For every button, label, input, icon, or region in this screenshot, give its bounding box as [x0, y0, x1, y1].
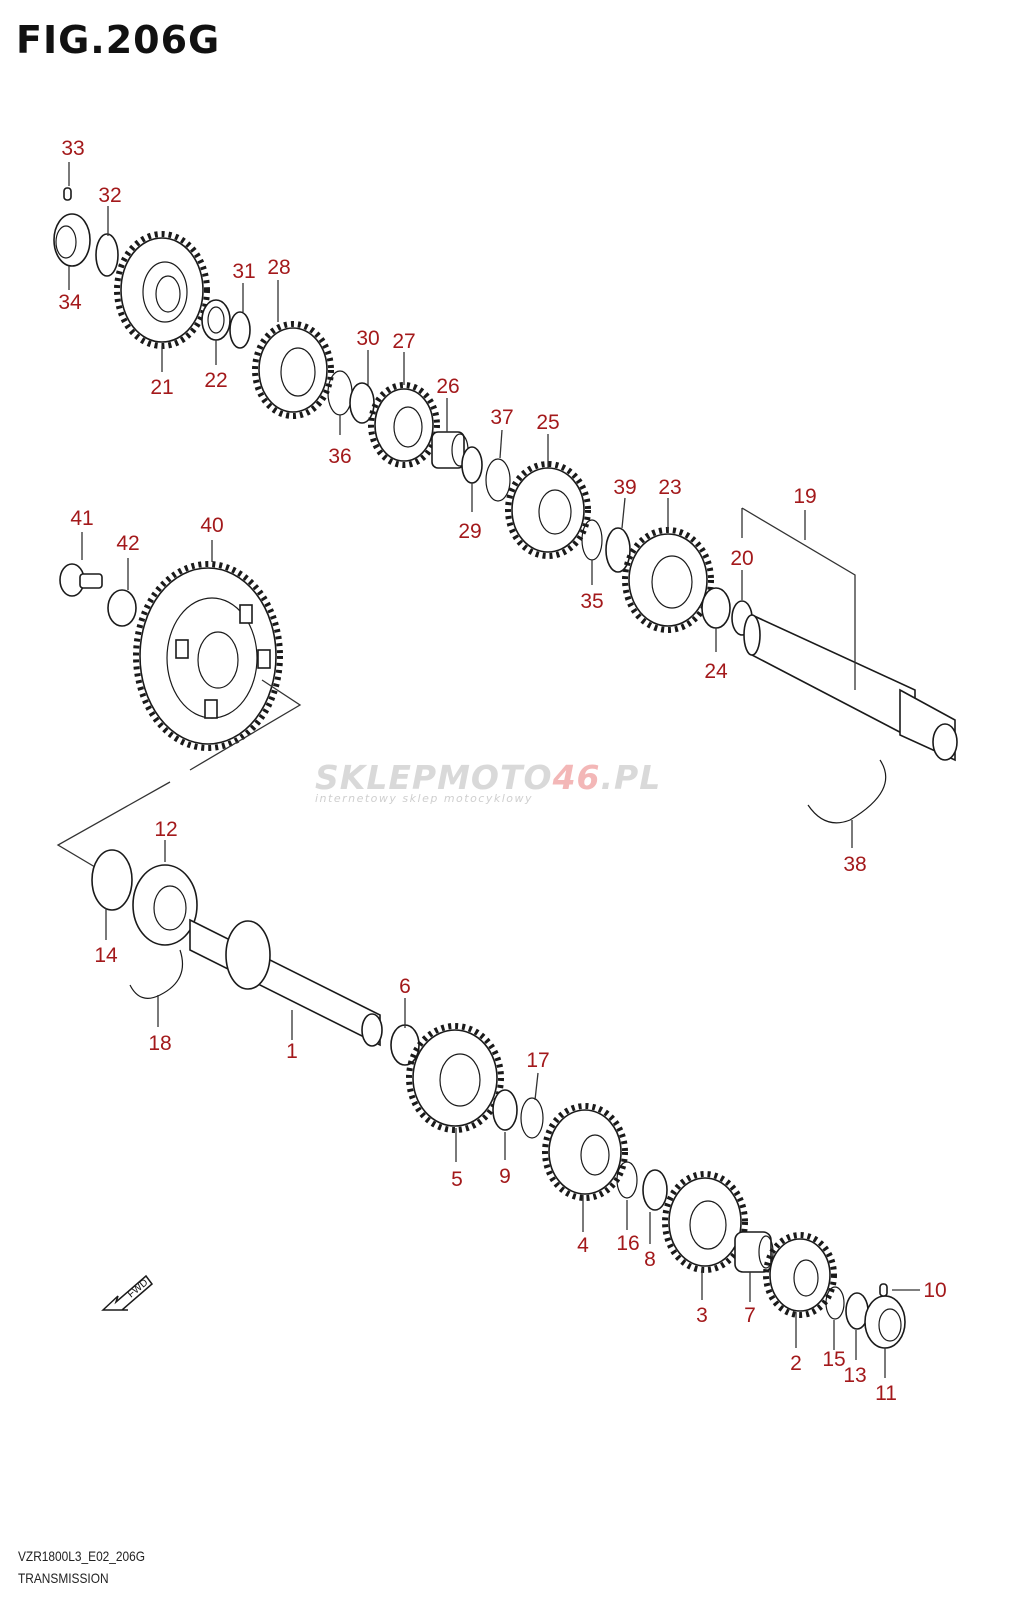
callout-31: 31: [232, 260, 255, 283]
figure-caption: TRANSMISSION: [18, 1570, 109, 1586]
fwd-arrow-icon: FWD: [101, 1274, 154, 1311]
watermark-number: 46: [552, 758, 601, 797]
part-gear-5: [406, 1023, 504, 1133]
callout-7: 7: [744, 1304, 756, 1327]
callout-42: 42: [116, 532, 139, 555]
callout-10: 10: [923, 1279, 946, 1302]
watermark-logo: SKLEPMOTO46.PL: [315, 758, 661, 797]
callout-14: 14: [94, 944, 118, 967]
callout-15: 15: [822, 1348, 845, 1371]
callout-27: 27: [392, 330, 415, 353]
part-gear-28: [252, 321, 334, 419]
callout-37: 37: [490, 406, 513, 429]
part-circlip-35: [581, 519, 603, 561]
part-washer-8: [642, 1169, 668, 1211]
part-driveshaft-1: [189, 918, 383, 1047]
watermark-domain: .PL: [600, 758, 662, 797]
callout-13: 13: [843, 1364, 866, 1387]
callout-34: 34: [58, 291, 82, 314]
callout-32: 32: [98, 184, 121, 207]
callout-17: 17: [526, 1049, 549, 1072]
watermark-tagline: internetowy sklep motocyklowy: [315, 792, 534, 805]
callout-20: 20: [730, 547, 753, 570]
callout-36: 36: [328, 445, 351, 468]
callout-26: 26: [436, 375, 459, 398]
part-circlip-37: [485, 458, 511, 502]
callout-19: 19: [793, 485, 816, 508]
part-gear-2: [763, 1232, 837, 1318]
callout-11: 11: [875, 1382, 897, 1405]
part-gear-4: [542, 1103, 628, 1201]
part-circlip-38: [807, 759, 887, 824]
figure-title: FIG.206G: [16, 18, 221, 62]
callout-5: 5: [451, 1168, 463, 1191]
part-bushing-6: [390, 1024, 420, 1066]
callout-40: 40: [200, 514, 223, 537]
part-washer-9: [492, 1089, 518, 1131]
figure-code: VZR1800L3_E02_206G: [18, 1548, 146, 1564]
part-bolt-41: [59, 563, 103, 597]
part-washer-32: [95, 233, 119, 277]
callout-21: 21: [150, 376, 173, 399]
part-bearing-34: [53, 213, 91, 267]
part-bushing-22: [201, 299, 231, 341]
part-washer-39: [605, 527, 631, 573]
part-washer-30: [349, 382, 375, 424]
part-gear-3: [662, 1171, 748, 1273]
callout-28: 28: [267, 256, 290, 279]
part-bearing-7: [734, 1231, 774, 1273]
callout-30: 30: [356, 327, 379, 350]
part-gear-40: [133, 561, 283, 751]
part-gear-21: [114, 231, 210, 349]
callout-9: 9: [499, 1165, 511, 1188]
part-countershaft-19: [743, 613, 958, 762]
part-pin-10: [879, 1283, 888, 1297]
part-circlip-17: [520, 1097, 544, 1139]
watermark-brand: SKLEPMOTO: [315, 758, 553, 797]
part-circlip-18: [129, 949, 184, 999]
callout-33: 33: [61, 137, 84, 160]
callout-38: 38: [843, 853, 866, 876]
part-pin-33: [63, 187, 72, 201]
part-gear-25: [505, 461, 591, 559]
part-washer-31: [229, 311, 251, 349]
callout-24: 24: [704, 660, 728, 683]
callout-35: 35: [580, 590, 603, 613]
part-circlip-16: [616, 1161, 638, 1199]
callout-8: 8: [644, 1248, 656, 1271]
callout-1: 1: [286, 1040, 298, 1063]
part-bearing-26: [431, 431, 469, 469]
part-gear-23: [622, 527, 714, 633]
callout-23: 23: [658, 476, 681, 499]
callout-2: 2: [790, 1352, 802, 1375]
callout-29: 29: [458, 520, 481, 543]
callout-12: 12: [154, 818, 177, 841]
part-bearing-11: [864, 1295, 906, 1349]
callout-41: 41: [70, 507, 93, 530]
callout-25: 25: [536, 411, 559, 434]
part-bushing-24: [701, 587, 731, 629]
callout-6: 6: [399, 975, 411, 998]
part-gear-27: [368, 382, 440, 468]
callout-16: 16: [616, 1232, 639, 1255]
callout-39: 39: [613, 476, 636, 499]
part-washer-42: [107, 589, 137, 627]
callout-18: 18: [148, 1032, 171, 1055]
callout-22: 22: [204, 369, 227, 392]
part-washer-29: [461, 446, 483, 484]
part-bearing-12: [132, 864, 198, 946]
part-circlip-36: [327, 370, 353, 416]
part-oil-seal-14: [91, 849, 133, 911]
callout-4: 4: [577, 1234, 589, 1257]
part-circlip-15: [825, 1286, 845, 1320]
callout-3: 3: [696, 1304, 708, 1327]
